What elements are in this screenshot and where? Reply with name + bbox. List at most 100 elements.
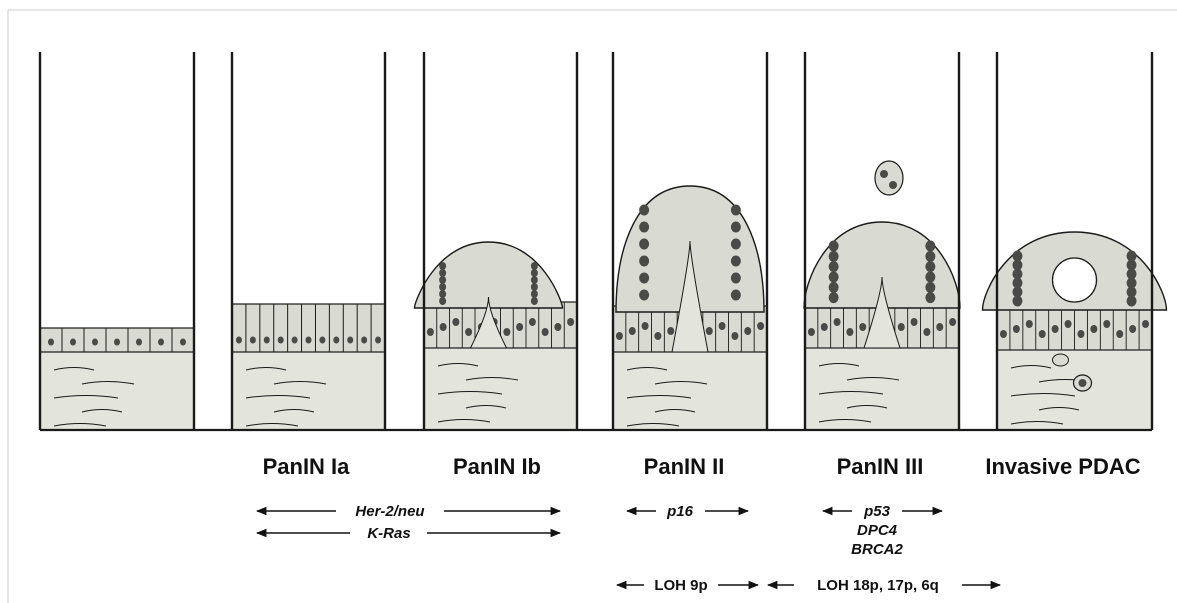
cell-nucleus xyxy=(278,337,284,344)
cell-nucleus xyxy=(829,282,839,293)
cell-nucleus xyxy=(567,318,574,326)
cell-nucleus xyxy=(1090,325,1097,333)
stage-label-panin-3: PanIN III xyxy=(837,454,924,479)
cell-nucleus xyxy=(236,337,242,344)
cell-nucleus xyxy=(667,327,674,335)
cell-nucleus xyxy=(465,328,472,336)
cell-nucleus xyxy=(829,251,839,262)
cell-nucleus xyxy=(1039,330,1046,338)
cell-nucleus xyxy=(744,327,751,335)
stage-label-panin-2: PanIN II xyxy=(644,454,725,479)
cell-nucleus xyxy=(516,323,523,331)
cell-nucleus xyxy=(925,241,935,252)
cell-nucleus xyxy=(880,170,888,178)
cell-nucleus xyxy=(158,339,164,346)
cell-nucleus xyxy=(180,339,186,346)
cell-nucleus xyxy=(923,328,930,336)
gene-label-dpc4: DPC4 xyxy=(857,522,898,539)
cell-nucleus xyxy=(427,328,434,336)
stroma xyxy=(232,352,385,430)
cell-nucleus xyxy=(531,283,538,291)
cell-nucleus xyxy=(92,339,98,346)
cell-nucleus xyxy=(439,283,446,291)
cell-nucleus xyxy=(949,318,956,326)
cell-nucleus xyxy=(361,337,367,344)
cell-nucleus xyxy=(1026,320,1033,328)
cell-nucleus xyxy=(439,276,446,284)
stroma xyxy=(40,352,194,430)
cell-nucleus xyxy=(925,282,935,293)
cell-nucleus xyxy=(319,337,325,344)
cell-nucleus xyxy=(48,339,54,346)
cell-nucleus xyxy=(1012,296,1022,307)
cell-nucleus xyxy=(1116,330,1123,338)
cell-nucleus xyxy=(452,318,459,326)
cell-nucleus xyxy=(925,292,935,303)
cell-nucleus xyxy=(898,323,905,331)
gland-lumen xyxy=(1053,258,1097,302)
cell-nucleus xyxy=(731,239,741,250)
cell-nucleus xyxy=(936,323,943,331)
cell-nucleus xyxy=(1000,330,1007,338)
cell-nucleus xyxy=(347,337,353,344)
cell-nucleus xyxy=(439,297,446,305)
stroma xyxy=(997,350,1152,430)
cell-nucleus xyxy=(306,337,312,344)
cell-nucleus xyxy=(829,292,839,303)
cell-nucleus xyxy=(731,332,738,340)
cell-nucleus xyxy=(439,269,446,277)
cell-nucleus xyxy=(731,222,741,233)
cell-nucleus xyxy=(264,337,270,344)
cell-nucleus xyxy=(731,205,741,216)
cell-nucleus xyxy=(719,322,726,330)
cell-nucleus xyxy=(1079,379,1087,387)
cell-nucleus xyxy=(1103,320,1110,328)
epithelium-layer xyxy=(232,304,385,352)
cell-nucleus xyxy=(629,327,636,335)
cell-nucleus xyxy=(542,328,549,336)
cell-nucleus xyxy=(1127,296,1137,307)
loh-label-9p: LOH 9p xyxy=(654,577,707,594)
cell-nucleus xyxy=(531,276,538,284)
cell-nucleus xyxy=(531,297,538,305)
cell-nucleus xyxy=(529,318,536,326)
panel-panin-1b xyxy=(415,52,578,430)
cell-nucleus xyxy=(639,205,649,216)
cell-nucleus xyxy=(1129,325,1136,333)
cell-nucleus xyxy=(439,290,446,298)
cell-nucleus xyxy=(731,256,741,267)
cell-nucleus xyxy=(375,337,381,344)
cell-nucleus xyxy=(292,337,298,344)
cell-nucleus xyxy=(706,327,713,335)
genetic-alterations: Her-2/neu K-Ras p16 p53 DPC4 BRCA2 xyxy=(257,503,942,558)
panels-group xyxy=(40,52,1167,430)
cell-nucleus xyxy=(70,339,76,346)
invading-cell xyxy=(1053,354,1069,366)
stroma xyxy=(805,348,959,430)
cell-nucleus xyxy=(925,272,935,283)
cell-nucleus xyxy=(440,323,447,331)
cell-nucleus xyxy=(114,339,120,346)
cell-nucleus xyxy=(1077,330,1084,338)
stage-label-panin-1a: PanIN Ia xyxy=(263,454,351,479)
cell-nucleus xyxy=(846,328,853,336)
panel-panin-2 xyxy=(613,52,767,430)
cell-nucleus xyxy=(1052,325,1059,333)
loh-label-18p-17p-6q: LOH 18p, 17p, 6q xyxy=(817,577,939,594)
cell-nucleus xyxy=(136,339,142,346)
loh-events: LOH 9p LOH 18p, 17p, 6q xyxy=(617,577,1000,594)
panel-panin-3 xyxy=(804,52,960,430)
cell-nucleus xyxy=(889,181,897,189)
cell-nucleus xyxy=(639,239,649,250)
cell-nucleus xyxy=(808,328,815,336)
cell-nucleus xyxy=(1065,320,1072,328)
cell-nucleus xyxy=(821,323,828,331)
cell-nucleus xyxy=(439,262,446,270)
cell-nucleus xyxy=(911,318,918,326)
cell-nucleus xyxy=(1013,325,1020,333)
cell-nucleus xyxy=(639,273,649,284)
cell-nucleus xyxy=(1142,320,1149,328)
panel-normal xyxy=(40,52,194,430)
stage-label-invasive-pdac: Invasive PDAC xyxy=(985,454,1140,479)
